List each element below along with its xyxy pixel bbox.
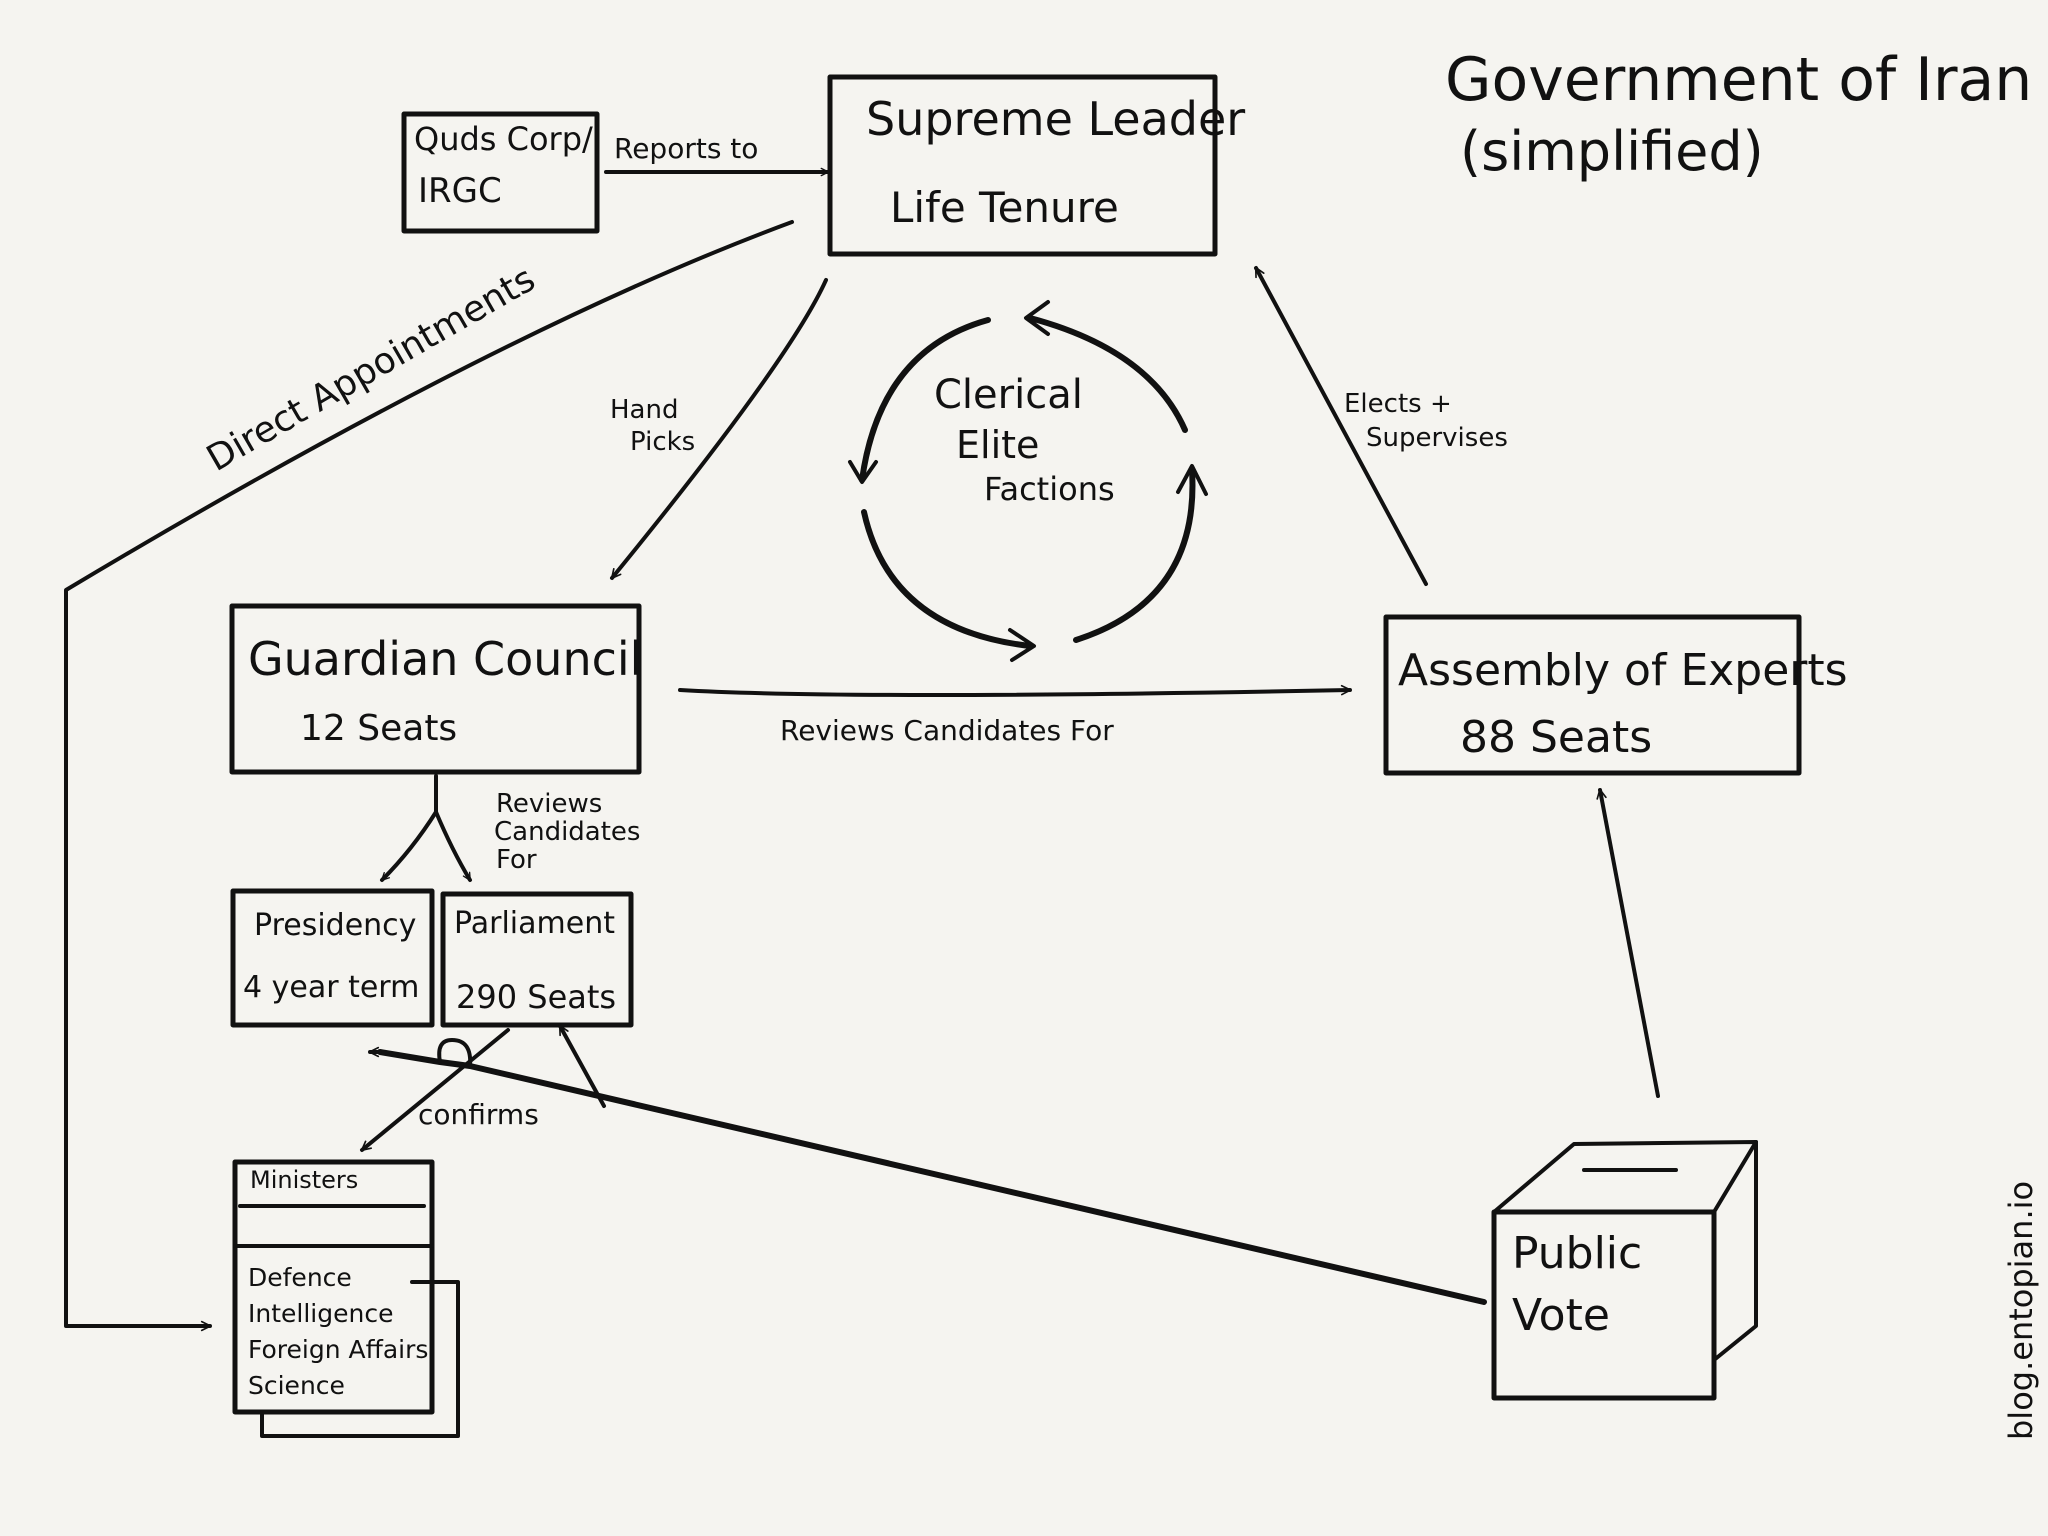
cycle-arc-top-right [1027,315,1188,433]
reviews-assembly-label: Reviews Candidates For [780,714,1114,747]
minister-item-defence: Defence [248,1263,352,1292]
reviews-gov-line-2: Candidates [494,817,640,847]
fork-to-parliament [434,810,472,882]
elects-line-1: Elects + [1344,389,1452,419]
reviews-gov-edge: Reviews Candidates For [380,774,640,882]
assembly-of-experts-node: Assembly of Experts 88 Seats [1383,614,1848,776]
hand-picks-edge: Hand Picks [610,278,828,580]
direct-appointments-label: Direct Appointments [200,259,542,480]
cycle-arc-bottom-right [1073,467,1196,643]
public-vote-to-assembly [1596,788,1660,1098]
elects-supervises-arrow [1254,266,1428,586]
cycle-arc-bottom-left [861,509,1033,649]
presidency-node: Presidency 4 year term [230,888,435,1028]
reviews-assembly-arrow [678,684,1352,697]
cycle-arrowhead-left [848,460,878,484]
cycle-arc-top-left [859,317,991,483]
cycle-arrowhead-bottom [1008,628,1036,662]
assembly-title: Assembly of Experts [1398,645,1848,696]
confirms-arrow [360,1028,510,1152]
title-line-1: Government of Iran [1445,45,2032,115]
cycle-arrowhead-right [1176,464,1208,496]
clerical-line-3: Factions [984,470,1115,508]
ministers-stack-shadow [260,1280,460,1438]
elects-line-2: Supervises [1366,423,1508,453]
presidency-subtitle: 4 year term [243,970,419,1005]
direct-appointments-arrow [64,220,794,1332]
public-vote-main-line [377,1049,1487,1305]
assembly-subtitle: 88 Seats [1460,712,1652,763]
supreme-leader-box [827,74,1218,257]
minister-item-intelligence: Intelligence [248,1299,393,1328]
credit-text: blog.entopian.io [2002,1181,2040,1440]
presidency-title: Presidency [254,908,416,943]
quds-line-1: Quds Corp/ [414,120,593,158]
minister-item-foreign-affairs: Foreign Affairs [248,1335,428,1364]
public-vote-node: Public Vote [1491,1140,1758,1401]
presidency-box [230,888,435,1028]
clerical-elite-cycle: Clerical Elite Factions [848,300,1208,662]
clerical-line-2: Elite [956,423,1039,467]
supreme-leader-node: Supreme Leader Life Tenure [827,74,1245,257]
hand-picks-line-1: Hand [610,395,678,425]
public-vote-assembly-edge [1596,788,1660,1098]
ministers-box [232,1159,435,1415]
clerical-line-1: Clerical [934,372,1083,418]
minister-item-science: Science [248,1371,345,1400]
guardian-council-title: Guardian Council [248,632,642,686]
guardian-council-box [229,603,642,775]
ballot-box-top [1492,1140,1758,1214]
supreme-leader-subtitle: Life Tenure [890,183,1119,232]
ballot-box-front [1491,1209,1717,1401]
elects-supervises-edge: Elects + Supervises [1254,266,1508,586]
reports-to-edge: Reports to [604,132,830,177]
guardian-council-subtitle: 12 Seats [300,708,457,749]
reports-to-label: Reports to [614,132,758,165]
public-vote-line-hop [437,1038,473,1068]
ministers-node: Ministers Defence Intelligence Foreign A… [232,1159,460,1438]
public-vote-line-2: Vote [1512,1290,1610,1341]
reviews-gov-line-3: For [496,845,537,875]
quds-line-2: IRGC [418,171,502,211]
confirms-label: confirms [418,1098,539,1131]
cycle-arrowhead-top [1024,300,1050,336]
parliament-box [440,891,634,1028]
supreme-leader-title: Supreme Leader [866,92,1245,146]
ballot-box-side [1712,1140,1758,1362]
guardian-council-node: Guardian Council 12 Seats [229,603,642,775]
public-vote-gov-edge [368,1024,1487,1305]
quds-irgc-node: Quds Corp/ IRGC [401,111,600,234]
fork-to-presidency [380,810,438,882]
public-vote-line-1: Public [1512,1228,1642,1279]
parliament-title: Parliament [454,906,615,941]
reviews-gov-line-1: Reviews [496,789,602,819]
reviews-assembly-edge: Reviews Candidates For [678,684,1352,747]
hand-picks-line-2: Picks [630,427,695,457]
public-vote-to-parliament [558,1024,606,1108]
confirms-edge: confirms [360,1028,539,1152]
title-line-2: (simplified) [1460,120,1764,183]
assembly-box [1383,614,1802,776]
diagram-title: Government of Iran (simplified) [1445,45,2032,183]
hand-picks-arrow [610,278,828,580]
parliament-node: Parliament 290 Seats [440,891,634,1028]
quds-irgc-box [401,111,600,234]
parliament-subtitle: 290 Seats [456,978,616,1016]
ministers-header: Ministers [250,1166,358,1194]
